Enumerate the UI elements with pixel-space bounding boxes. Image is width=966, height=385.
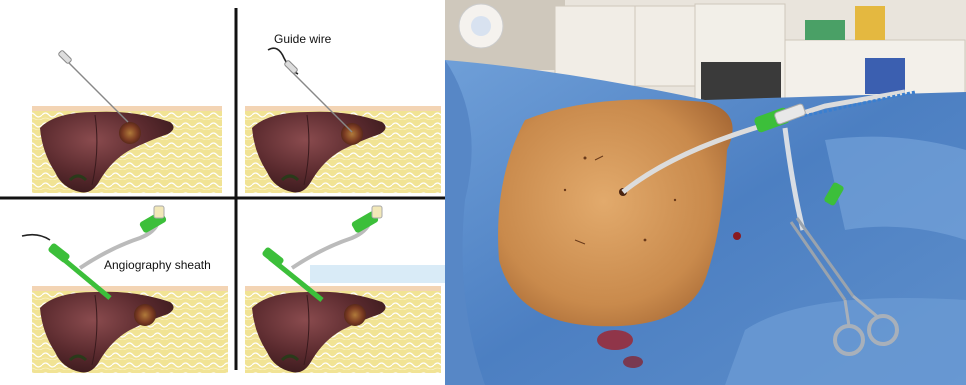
panel-bottom-left <box>22 206 228 373</box>
panel-top-left <box>32 50 222 193</box>
schematic-figure: Guide wire Angiography sheath <box>0 0 445 385</box>
angiography-sheath-label: Angiography sheath <box>104 258 211 272</box>
procedure-photo <box>445 0 966 385</box>
panel-top-right <box>245 48 441 193</box>
schematic-drawing <box>0 0 445 385</box>
panel-bottom-right <box>245 206 445 373</box>
guide-wire-label: Guide wire <box>274 32 331 46</box>
photo-drawing <box>445 0 966 385</box>
